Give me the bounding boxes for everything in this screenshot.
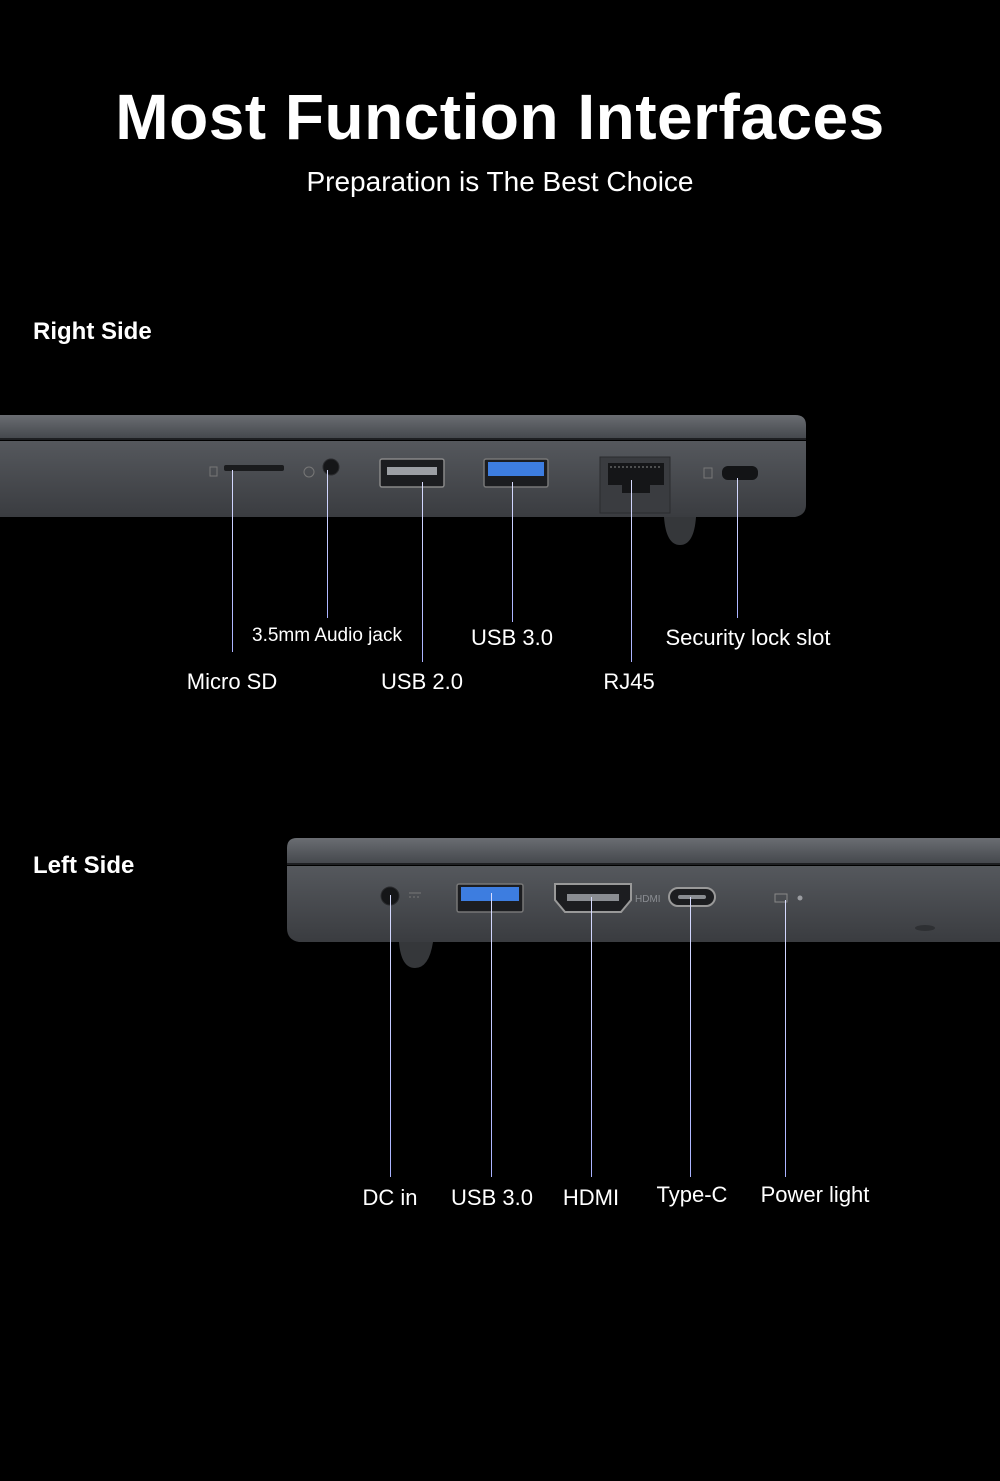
port-label-dc-in: DC in (362, 1185, 418, 1210)
ethernet-port-icon (599, 456, 671, 514)
lock-slot-icon (703, 466, 758, 480)
port-label-audio-jack: 3.5mm Audio jack (252, 625, 402, 646)
right-side-heading: Right Side (33, 318, 152, 345)
laptop-right-side-image (0, 415, 806, 545)
page-title: Most Function Interfaces (115, 81, 885, 153)
hdmi-print-text: HDMI (635, 894, 661, 905)
hdmi-port-icon (554, 883, 632, 913)
port-label-micro-sd: Micro SD (186, 669, 278, 694)
port-label-usb-3-left: USB 3.0 (451, 1185, 533, 1210)
page-subtitle: Preparation is The Best Choice (306, 166, 694, 197)
port-label-type-c: Type-C (656, 1182, 728, 1207)
usb-c-port-icon (668, 887, 716, 907)
port-label-rj45: RJ45 (603, 669, 655, 694)
laptop-left-side-image: HDMI (287, 838, 1000, 968)
port-label-security-lock: Security lock slot (665, 625, 831, 650)
usb-2-port-icon (379, 458, 445, 488)
port-label-hdmi: HDMI (562, 1185, 620, 1210)
usb-3-port-blue-icon (483, 458, 549, 488)
port-label-usb-3-right: USB 3.0 (471, 625, 553, 650)
micro-sd-slot-icon (209, 465, 284, 477)
port-label-usb-2: USB 2.0 (381, 669, 463, 694)
led-indicator-icon (774, 893, 803, 903)
left-side-heading: Left Side (33, 852, 135, 879)
port-label-power-light: Power light (760, 1182, 870, 1207)
usb-3-port-blue-icon-left (456, 883, 524, 913)
